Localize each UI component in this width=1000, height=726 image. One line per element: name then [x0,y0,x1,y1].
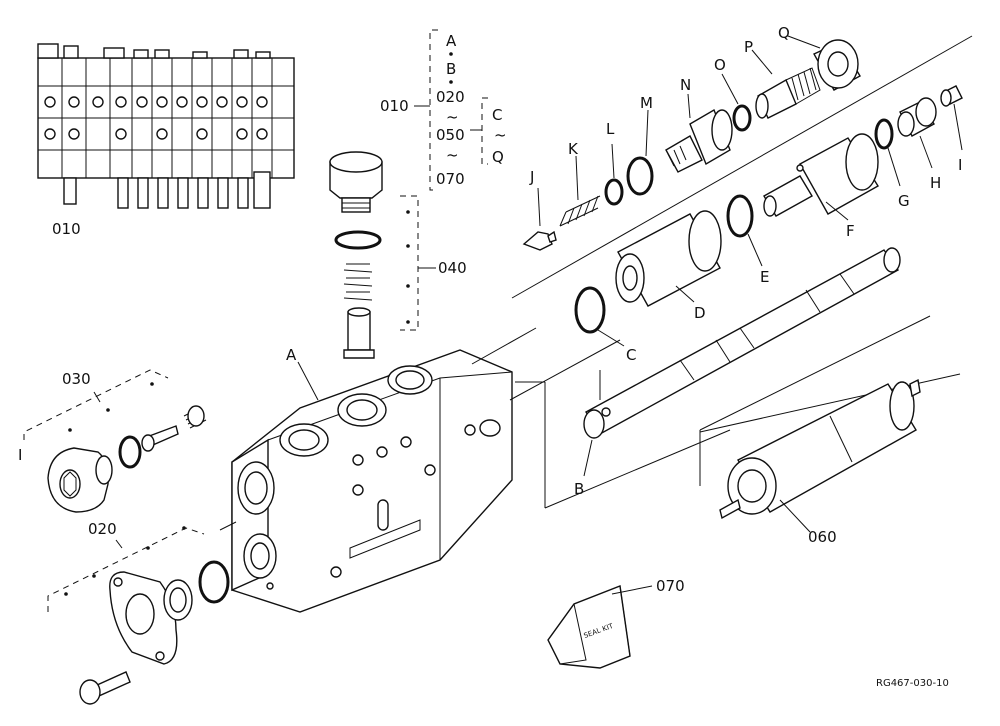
legend-tilde-3: ~ [494,126,507,144]
piston-f [763,133,879,217]
o-ring-e [726,194,754,238]
spool-cap-assembly-060 [719,378,921,520]
valve-body [231,349,513,613]
label-c: C [626,346,636,364]
label-q: Q [778,24,790,42]
spring-k [559,195,601,227]
nut-q [813,39,861,91]
cap-i [940,85,963,107]
code-050: 050 [436,126,465,144]
label-h: H [930,174,941,192]
legend-label-c: C [492,106,502,124]
plug-assembly-040 [329,151,383,359]
spool [583,247,901,439]
o-ring-o [732,104,752,132]
label-l: L [606,120,615,138]
label-o: O [714,56,726,74]
code-020-top: 020 [436,88,465,106]
code-070: 070 [656,577,685,595]
code-070-top: 070 [436,170,465,188]
label-k: K [568,140,579,158]
sleeve-d [615,210,722,307]
legend-label-b: B [446,60,456,78]
o-ring-m [626,156,654,196]
legend-label-q: Q [492,148,504,166]
label-g: G [898,192,910,210]
o-ring-g [874,118,894,150]
o-ring-c [574,286,606,334]
label-e: E [760,268,769,286]
code-030: 030 [62,370,91,388]
cap-assembly-030 [47,405,207,513]
label-i-left: I [18,446,22,464]
code-020: 020 [88,520,117,538]
legend-tilde-2: ~ [446,146,459,164]
legend-tilde-1: ~ [446,108,459,126]
drawing-reference-number: RG467-030-10 [876,678,949,689]
seal-kit-070: SEAL KIT [547,585,631,669]
code-010-assembly: 010 [52,220,81,238]
label-i: I [958,156,962,174]
label-n: N [680,76,691,94]
seat-n [665,108,733,173]
code-010: 010 [380,97,409,115]
label-p: P [744,38,753,56]
label-m: M [640,94,653,112]
label-f: F [846,222,855,240]
label-j: J [529,168,534,186]
code-060: 060 [808,528,837,546]
flange-assembly-020 [79,560,230,705]
adjust-screw-p [755,67,821,119]
label-d: D [694,304,706,322]
control-valve-assembly-thumbnail [37,43,295,209]
poppet-j [522,230,557,251]
legend-label-a: A [446,32,457,50]
label-b: B [574,480,584,498]
label-a: A [286,346,297,364]
code-040: 040 [438,259,467,277]
plug-h [897,97,937,137]
o-ring-l [604,178,624,206]
legend-bracket [414,29,488,191]
